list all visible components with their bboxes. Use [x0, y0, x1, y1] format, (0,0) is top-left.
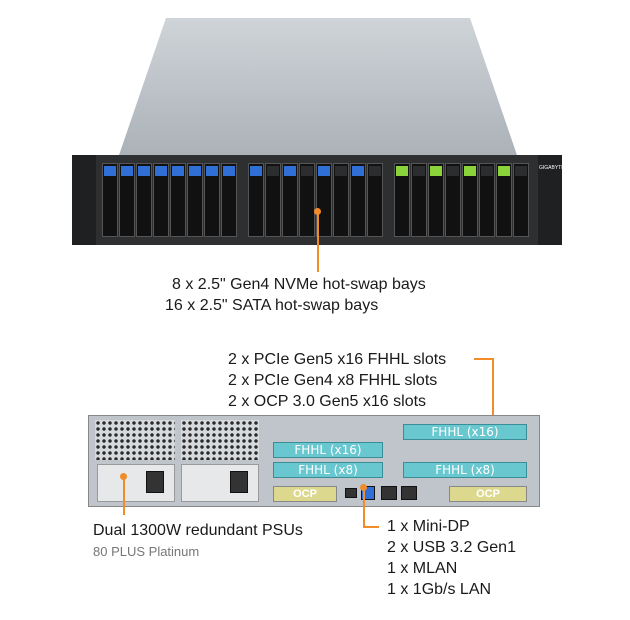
drive-bay-tab	[352, 166, 364, 176]
drive-bay[interactable]	[170, 163, 186, 237]
psu-callout-dot	[120, 473, 127, 480]
server-top-cover	[118, 18, 518, 158]
drive-bay-tab	[515, 166, 527, 176]
usb-label: 2 x USB 3.2 Gen1	[387, 539, 516, 556]
drive-bay[interactable]	[411, 163, 427, 237]
drive-bay[interactable]	[265, 163, 281, 237]
slot-callout-line-v	[492, 358, 494, 418]
io-callout-line-h	[363, 526, 379, 528]
mlan-label: 1 x MLAN	[387, 560, 458, 577]
drive-bay-tab	[498, 166, 510, 176]
drive-bay[interactable]	[479, 163, 495, 237]
drive-bay-tab	[206, 166, 218, 176]
drive-bay[interactable]	[248, 163, 264, 237]
pcie-gen5-label: 2 x PCIe Gen5 x16 FHHL slots	[228, 351, 447, 368]
drive-bay[interactable]	[119, 163, 135, 237]
io-callout-dot	[360, 484, 367, 491]
ocp-slot-right: OCP	[449, 486, 527, 502]
drive-bay-tab	[284, 166, 296, 176]
drive-bay-tab	[223, 166, 235, 176]
rear-vent-left	[95, 420, 175, 460]
drive-bay-tab	[447, 166, 459, 176]
slot-fhhl-x16-left: FHHL (x16)	[273, 442, 383, 458]
drive-bay-tab	[481, 166, 493, 176]
drive-bay[interactable]	[350, 163, 366, 237]
drive-bay-tab	[318, 166, 330, 176]
front-callout-line	[317, 212, 319, 272]
front-callout-dot	[314, 208, 321, 215]
psu-2-power-inlet	[230, 471, 248, 493]
drive-bay-tab	[301, 166, 313, 176]
left-rack-ear	[72, 155, 96, 245]
pcie-gen4-label: 2 x PCIe Gen4 x8 FHHL slots	[228, 372, 438, 389]
drive-bay[interactable]	[428, 163, 444, 237]
psu-label: Dual 1300W redundant PSUs	[93, 522, 303, 539]
brand-logo: GIGABYTE	[539, 165, 565, 171]
drive-bay[interactable]	[513, 163, 529, 237]
slot-fhhl-x8-right: FHHL (x8)	[403, 462, 527, 478]
drive-bay-tab	[172, 166, 184, 176]
drive-bay-tab	[250, 166, 262, 176]
drive-bay[interactable]	[136, 163, 152, 237]
nvme-bays-label: 8 x 2.5" Gen4 NVMe hot-swap bays	[172, 276, 426, 293]
drive-bay[interactable]	[299, 163, 315, 237]
drive-bay[interactable]	[316, 163, 332, 237]
drive-bay[interactable]	[221, 163, 237, 237]
drive-bay-tab	[430, 166, 442, 176]
slot-callout-line-h	[474, 358, 494, 360]
drive-bay-tab	[396, 166, 408, 176]
drive-bay-tab	[464, 166, 476, 176]
drive-bay-tab	[335, 166, 347, 176]
psu-callout-line	[123, 477, 125, 515]
rear-vent-mid	[181, 420, 259, 460]
mini-dp-label: 1 x Mini-DP	[387, 518, 470, 535]
lan-label: 1 x 1Gb/s LAN	[387, 581, 492, 598]
lan-port	[401, 486, 417, 500]
server-rear-panel: FHHL (x16) FHHL (x8) FHHL (x16) FHHL (x8…	[88, 415, 540, 507]
drive-bay-tab	[267, 166, 279, 176]
drive-bay[interactable]	[367, 163, 383, 237]
io-callout-line-v	[363, 488, 365, 528]
mini-dp-port	[345, 488, 357, 498]
right-rack-ear: GIGABYTE	[538, 155, 565, 245]
ocp-slot-left: OCP	[273, 486, 337, 502]
slot-fhhl-x16-right: FHHL (x16)	[403, 424, 527, 440]
sata-bays-label: 16 x 2.5" SATA hot-swap bays	[165, 297, 379, 314]
psu-1-power-inlet	[146, 471, 164, 493]
drive-bay[interactable]	[394, 163, 410, 237]
drive-bay[interactable]	[187, 163, 203, 237]
psu-1	[97, 464, 175, 502]
slot-fhhl-x8-left: FHHL (x8)	[273, 462, 383, 478]
mlan-port	[381, 486, 397, 500]
drive-bay[interactable]	[282, 163, 298, 237]
psu-2	[181, 464, 259, 502]
drive-bay[interactable]	[102, 163, 118, 237]
ocp-slots-label: 2 x OCP 3.0 Gen5 x16 slots	[228, 393, 427, 410]
drive-bay-tab	[369, 166, 381, 176]
drive-bay[interactable]	[204, 163, 220, 237]
server-front-panel: GIGABYTE	[72, 155, 565, 245]
drive-bay-tab	[121, 166, 133, 176]
drive-bay-tab	[155, 166, 167, 176]
drive-bay-tab	[104, 166, 116, 176]
drive-bay[interactable]	[333, 163, 349, 237]
drive-bay-tab	[189, 166, 201, 176]
drive-bay-tab	[413, 166, 425, 176]
drive-bay[interactable]	[496, 163, 512, 237]
drive-bay[interactable]	[153, 163, 169, 237]
drive-bay[interactable]	[462, 163, 478, 237]
drive-bay-tab	[138, 166, 150, 176]
drive-bay[interactable]	[445, 163, 461, 237]
psu-sublabel: 80 PLUS Platinum	[93, 544, 200, 559]
